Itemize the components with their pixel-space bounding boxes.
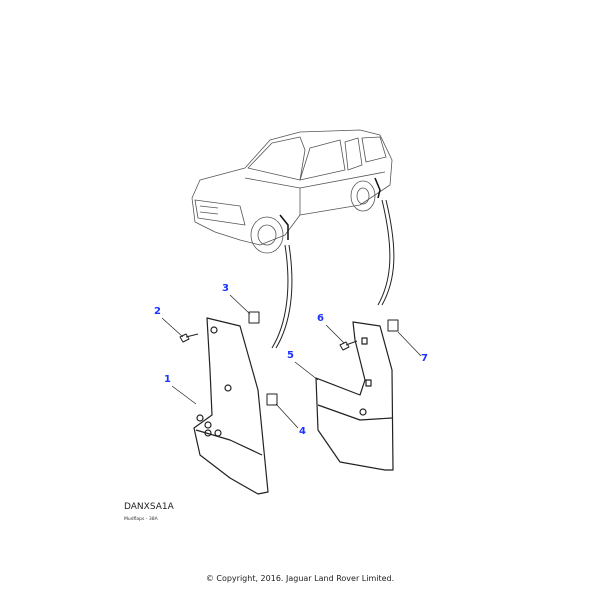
screw-6-icon [339,340,358,351]
callout-3[interactable]: 3 [222,283,229,294]
copyright-notice: © Copyright, 2016. Jaguar Land Rover Lim… [205,574,395,583]
diagram-code: DANXSA1A [124,502,174,512]
callout-leaders [161,294,422,429]
leader-strips [271,199,395,349]
callout-4[interactable]: 4 [299,426,306,437]
clip-4-icon [266,393,278,406]
callout-2[interactable]: 2 [154,306,161,317]
diagram-caption: Mudflaps - 38A [124,517,158,522]
front-mudflap [193,317,269,495]
rear-mudflap [315,321,394,471]
callout-7[interactable]: 7 [421,353,428,364]
screw-2-icon [179,333,199,343]
callout-6[interactable]: 6 [317,313,324,324]
callout-1[interactable]: 1 [164,374,171,385]
clip-3-icon [248,311,260,324]
vehicle-illustration [191,129,393,254]
callout-5[interactable]: 5 [287,350,294,361]
clip-7-icon [387,319,399,332]
